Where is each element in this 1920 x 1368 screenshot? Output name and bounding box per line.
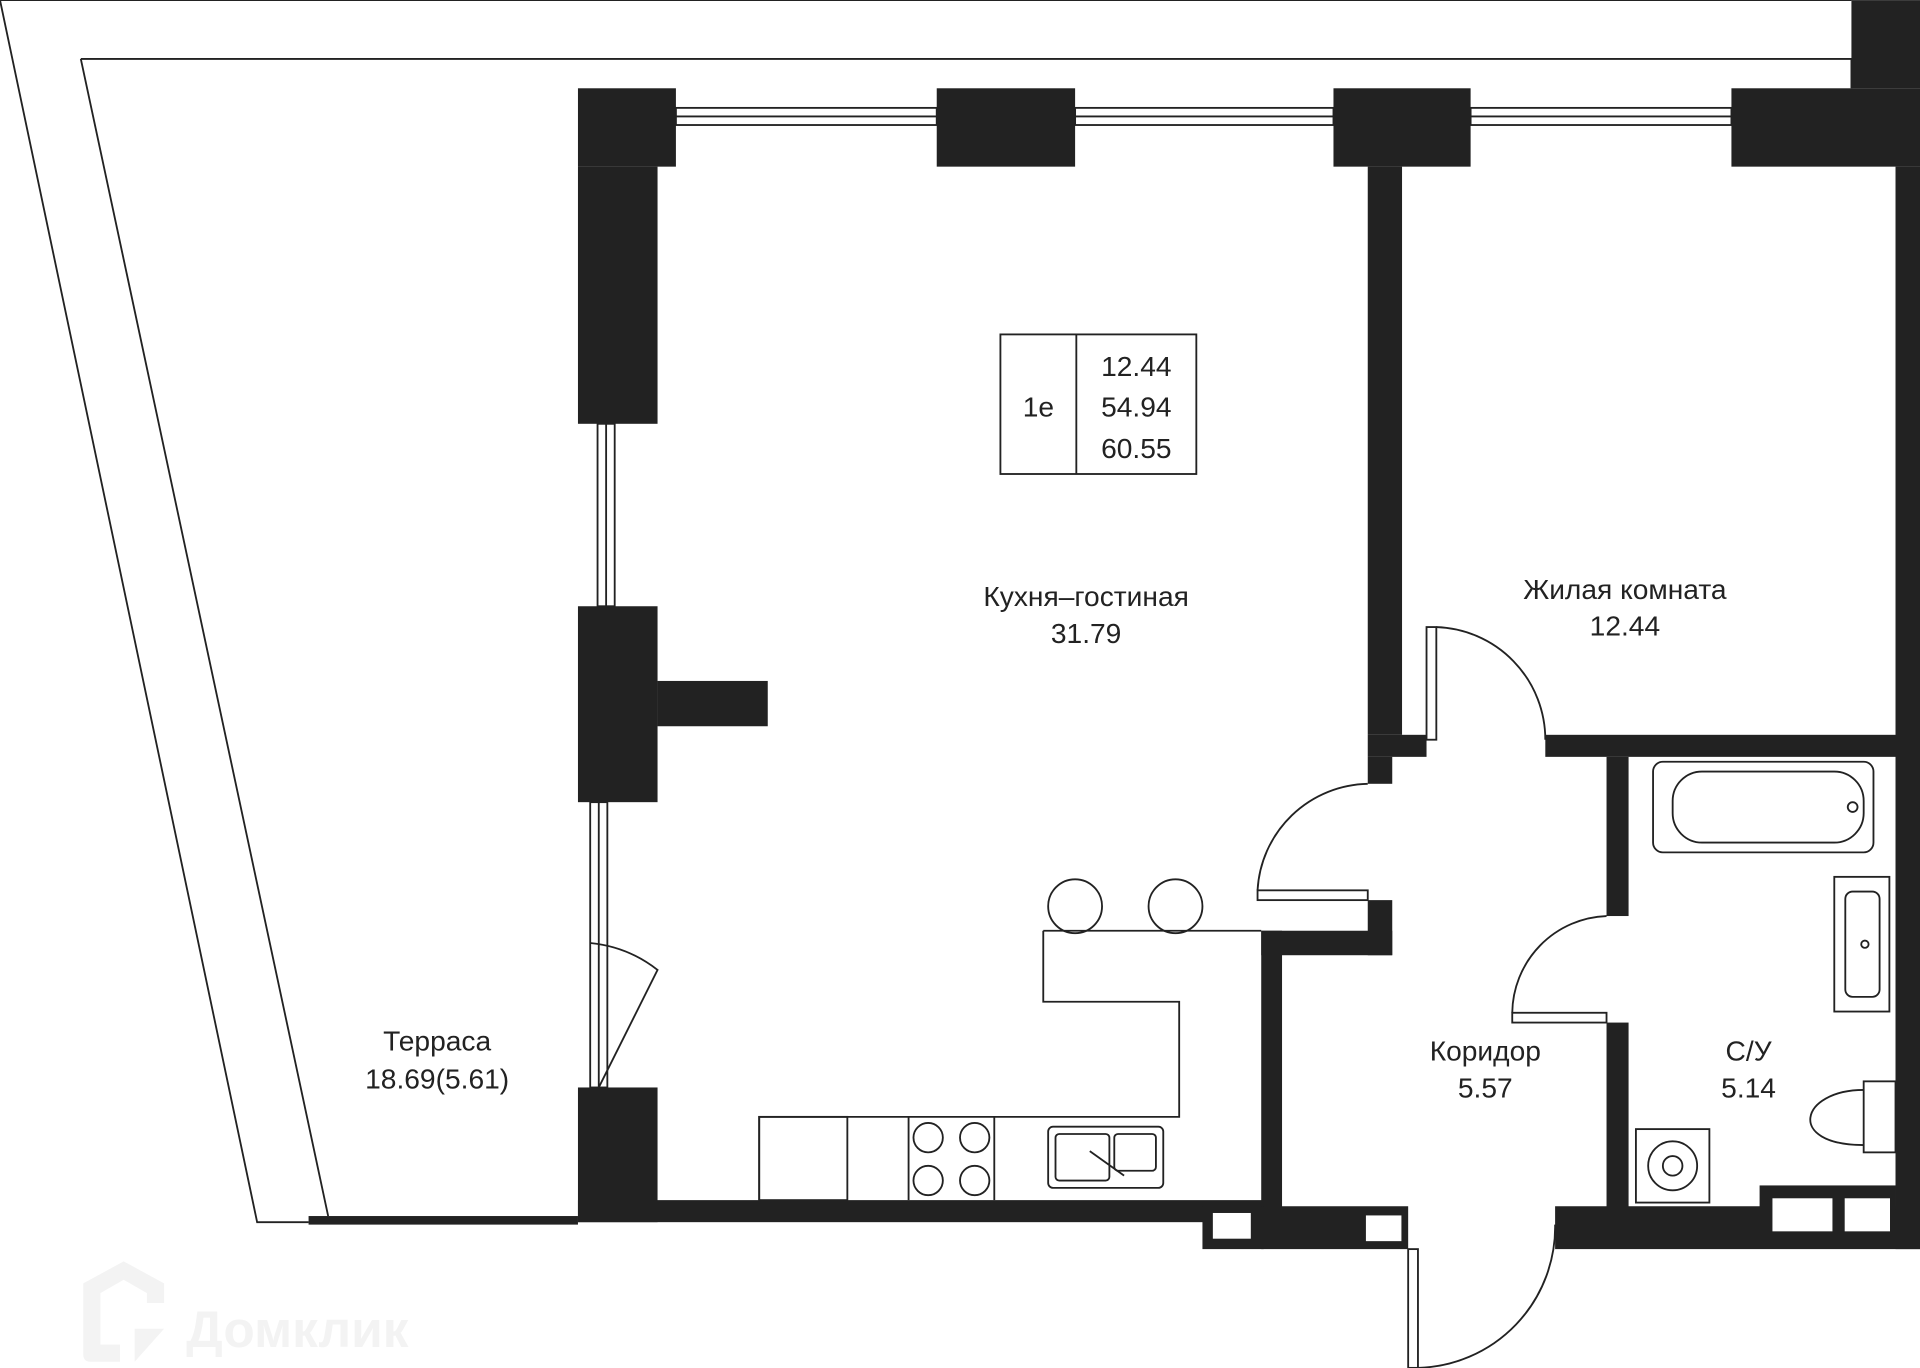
walls [577, 88, 1920, 1250]
washing-machine [1635, 1128, 1711, 1204]
furniture [758, 760, 1897, 1204]
room-area-bedroom: 12.44 [1590, 611, 1660, 642]
total-area: 54.94 [1101, 391, 1171, 422]
bar-counter [758, 929, 1262, 1201]
living-area: 12.44 [1101, 351, 1171, 382]
room-area-kitchen-living: 31.79 [1051, 618, 1121, 649]
room-name-corridor: Коридор [1430, 1036, 1541, 1067]
toilet [1809, 1089, 1864, 1146]
room-name-bathroom: С/У [1726, 1036, 1773, 1067]
stove-burner [912, 1122, 944, 1154]
washbasin [1833, 875, 1891, 1013]
kitchen-cabinet [758, 1115, 849, 1202]
room-area-bathroom: 5.14 [1721, 1072, 1776, 1103]
room-area-corridor: 5.57 [1458, 1072, 1513, 1103]
total-area-with-terrace: 60.55 [1101, 433, 1171, 464]
room-name-terrace: Терраса [383, 1026, 491, 1057]
plan-type: 1e [1023, 391, 1054, 422]
watermark-text: Домклик [186, 1300, 409, 1358]
bathtub [1652, 760, 1875, 854]
plan-badge: 1e 12.44 54.94 60.55 [999, 333, 1198, 475]
doors [1256, 626, 1608, 1368]
terrace-outline [0, 0, 1920, 1225]
room-name-kitchen-living: Кухня–гостиная [983, 581, 1188, 612]
room-area-terrace: 18.69(5.61) [365, 1064, 509, 1095]
sink [1047, 1125, 1165, 1189]
toilet-tank [1862, 1080, 1897, 1154]
watermark-logo: Домклик [83, 1261, 409, 1362]
windows [589, 106, 1733, 1089]
room-name-bedroom: Жилая комната [1523, 574, 1727, 605]
